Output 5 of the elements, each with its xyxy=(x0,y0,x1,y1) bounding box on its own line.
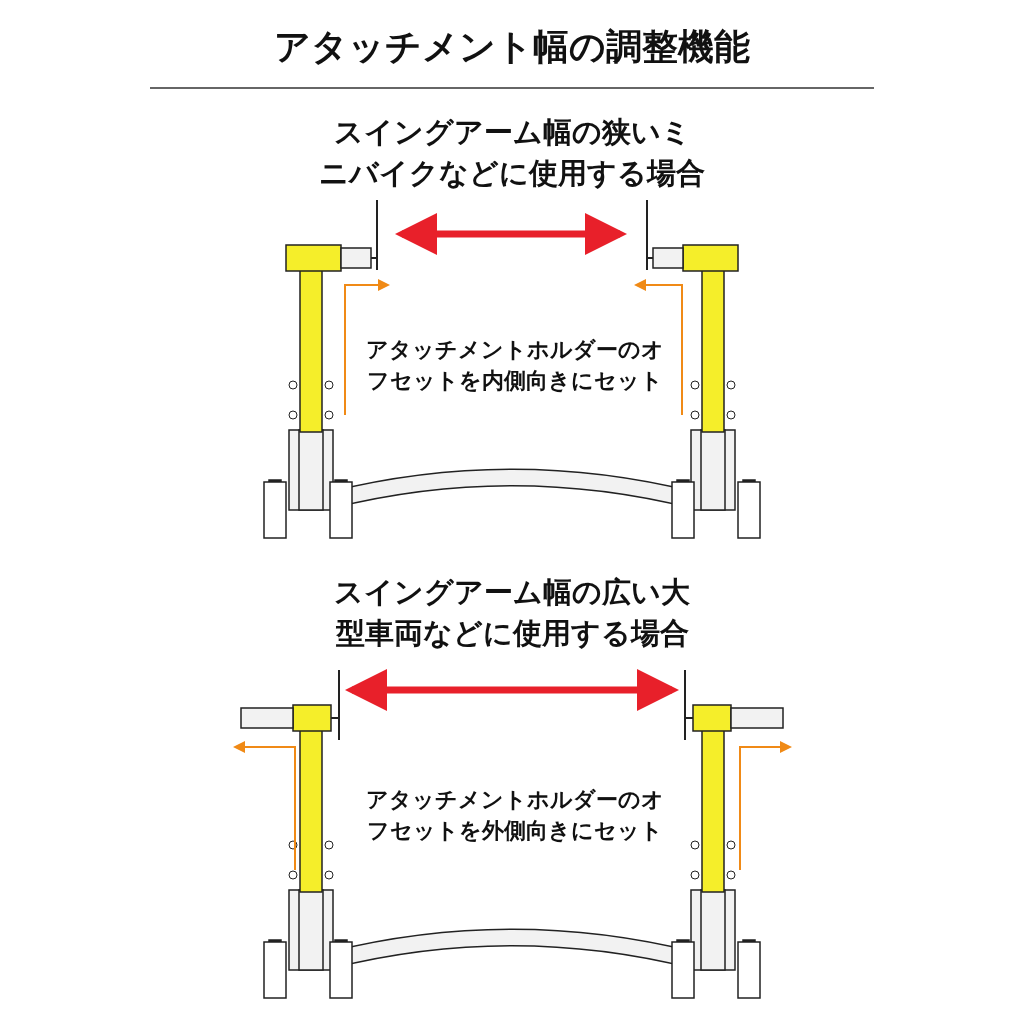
page-title: アタッチメント幅の調整機能 xyxy=(273,25,751,69)
panel-heading: スイングアーム幅の狭いミニバイクなどに使用する場合 xyxy=(318,114,706,192)
panel-heading: スイングアーム幅の広い大型車両などに使用する場合 xyxy=(333,574,691,652)
note-text: アタッチメントホルダーのオフセットを外側向きにセット xyxy=(365,786,665,845)
note-text: アタッチメントホルダーのオフセットを内側向きにセット xyxy=(365,336,665,395)
